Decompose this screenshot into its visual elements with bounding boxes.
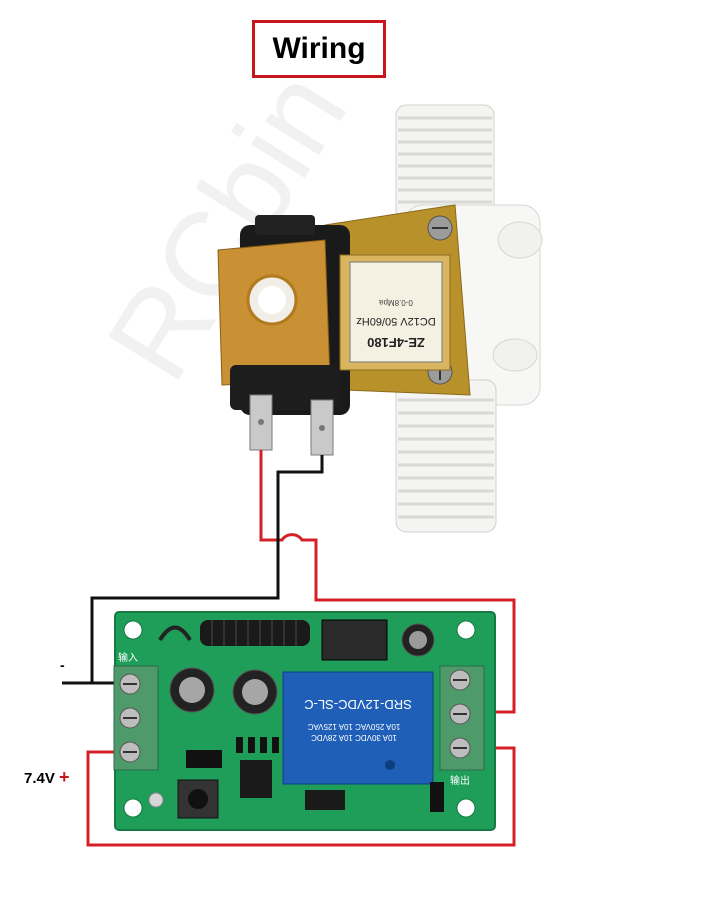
valve-coil — [217, 215, 451, 415]
wire-power-red — [86, 746, 516, 847]
positive-label: 7.4V + — [24, 767, 70, 788]
regulator-chip — [321, 619, 388, 661]
input-label: 输入 — [118, 651, 138, 664]
wire-valve-red — [259, 450, 516, 714]
decoder-ic — [240, 760, 272, 798]
relay-rating-line-1: 10A 250VAC 10A 125VAC — [307, 722, 400, 731]
plus-sign: + — [59, 767, 70, 787]
relay-rating-line-2: 10A 30VDC 10A 28VDC — [311, 733, 397, 742]
valve-pressure-text: 0-0.8Mpa — [379, 298, 413, 307]
output-terminal-block — [439, 665, 485, 771]
output-label: 输出 — [450, 774, 470, 787]
relay-ratings: 10A 250VAC 10A 125VAC 10A 30VDC 10A 28VD… — [307, 722, 400, 742]
valve-label: ZE-4F180 DC12V 50/60Hz 0-0.8Mpa — [356, 298, 436, 350]
relay-label: SRD-12VDC-SL-C — [304, 697, 412, 712]
relay-model-text: SRD-12VDC-SL-C — [304, 697, 412, 712]
capacitors — [169, 623, 435, 715]
negative-label: - — [60, 657, 65, 673]
learn-button — [188, 789, 208, 809]
relay — [282, 671, 434, 785]
smd-row — [236, 737, 279, 753]
transistor-ic — [305, 790, 345, 810]
status-led — [148, 792, 164, 808]
solenoid-valve: ZE-4F180 DC12V 50/60Hz 0-0.8Mpa — [217, 104, 543, 533]
valve-model-text: ZE-4F180 — [367, 335, 425, 350]
title-text: Wiring — [272, 32, 366, 65]
input-terminal-block — [113, 665, 159, 771]
mode-jumper — [430, 782, 444, 812]
valve-rating-text: DC12V 50/60Hz — [356, 315, 436, 327]
voltage-text: 7.4V — [24, 770, 55, 787]
valve-terminals — [230, 365, 340, 456]
valve-outlet-pipe — [395, 379, 497, 533]
jumper — [186, 750, 222, 768]
valve-inlet-pipe — [395, 104, 495, 221]
antenna-coil — [158, 620, 310, 646]
diagram-title: Wiring — [252, 20, 386, 78]
relay-board: 输入 输出 — [113, 611, 496, 831]
